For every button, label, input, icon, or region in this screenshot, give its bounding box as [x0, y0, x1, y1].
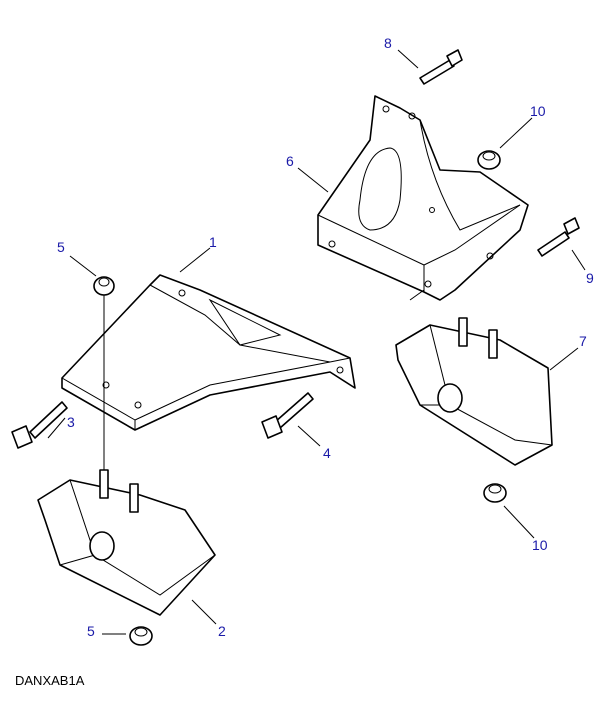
callout-2: 2 — [218, 623, 226, 639]
callout-8: 8 — [384, 35, 392, 51]
part-5-nut-lower — [129, 626, 153, 646]
callout-3: 3 — [67, 414, 75, 430]
leader-lines — [47, 49, 586, 635]
part-1-bracket — [61, 274, 356, 480]
callout-9: 9 — [586, 270, 594, 286]
callout-10-lower: 10 — [532, 537, 548, 553]
callout-4: 4 — [323, 445, 331, 461]
callout-7: 7 — [579, 333, 587, 349]
callout-5-upper: 5 — [57, 239, 65, 255]
callout-1: 1 — [209, 234, 217, 250]
part-5-nut-upper — [93, 276, 115, 296]
part-8-bolt — [419, 49, 463, 85]
callout-10-upper: 10 — [530, 103, 546, 119]
part-2-mount — [37, 469, 216, 616]
part-9-bolt — [537, 217, 580, 257]
part-10-nut-upper — [477, 150, 501, 170]
diagram-code: DANXAB1A — [15, 673, 85, 688]
part-6-bracket — [317, 95, 529, 301]
part-7-mount — [395, 317, 553, 466]
part-4-bolt — [261, 392, 314, 439]
callout-6: 6 — [286, 153, 294, 169]
callout-5-lower: 5 — [87, 623, 95, 639]
part-10-nut-lower — [483, 483, 507, 503]
part-3-bolt — [11, 401, 68, 449]
